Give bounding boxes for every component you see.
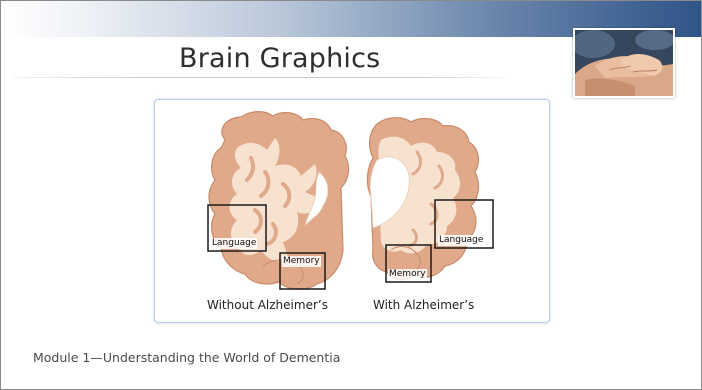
alzheimer-language-label: Language — [438, 235, 484, 246]
without-alzheimers-caption: Without Alzheimer’s — [207, 298, 328, 312]
brain-figure-frame: Language Memory Language Memory Without … — [154, 99, 550, 323]
with-alzheimers-caption: With Alzheimer’s — [373, 298, 474, 312]
hands-photo — [573, 28, 675, 98]
alzheimer-memory-label: Memory — [388, 269, 427, 280]
slide-footer: Module 1—Understanding the World of Deme… — [33, 350, 340, 365]
slide-title: Brain Graphics — [179, 43, 380, 74]
title-divider — [13, 77, 508, 78]
brain-illustration — [155, 100, 549, 322]
healthy-language-label: Language — [211, 238, 257, 249]
healthy-memory-label: Memory — [282, 256, 321, 267]
